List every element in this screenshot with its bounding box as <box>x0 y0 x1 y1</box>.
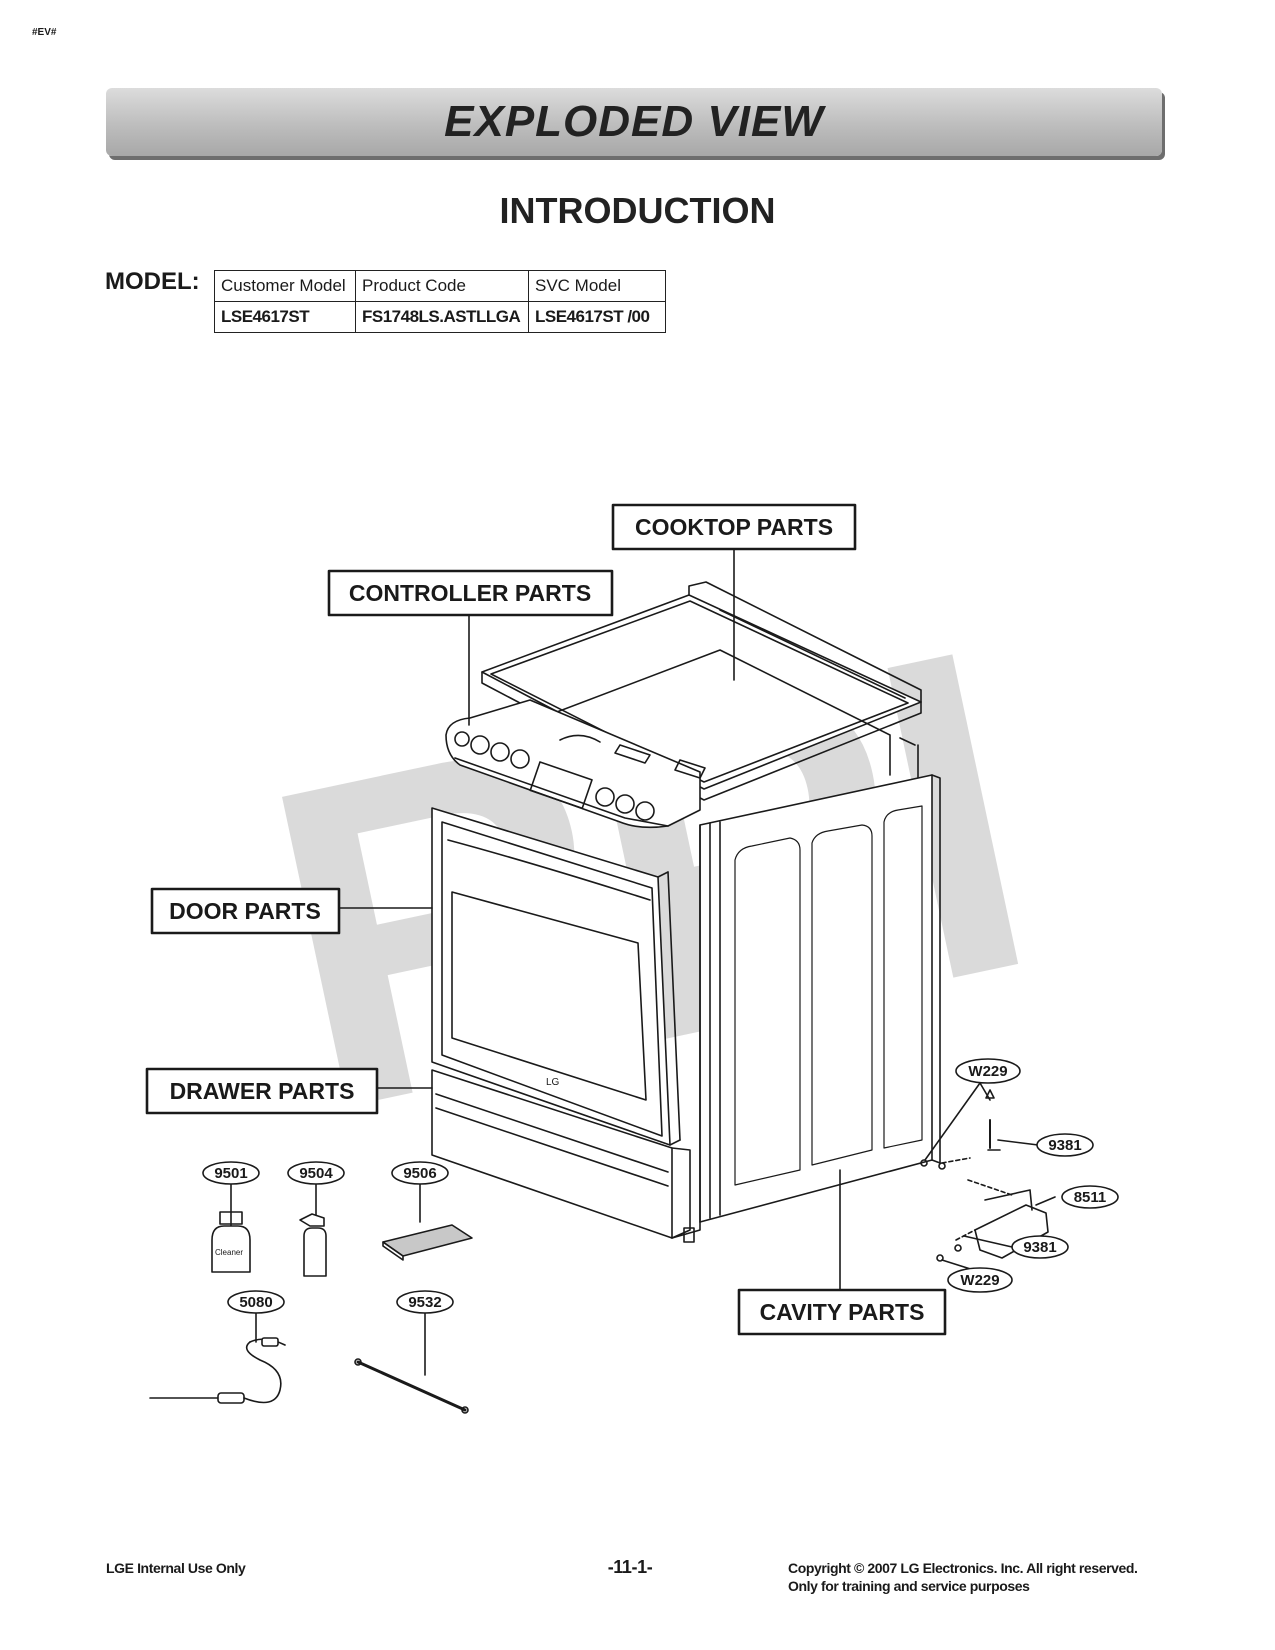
footer-copyright: Copyright © 2007 LG Electronics. Inc. Al… <box>788 1560 1138 1576</box>
col-svc-model: SVC Model <box>528 270 666 302</box>
door-parts-box <box>150 887 341 935</box>
drawer-parts-label: DRAWER PARTS <box>170 1078 355 1104</box>
accessory-wire-harness <box>149 1337 286 1404</box>
part-9504: 9504 <box>299 1165 333 1182</box>
cooktop-parts-box <box>611 503 857 551</box>
banner-title: EXPLODED VIEW <box>444 97 824 146</box>
controller-parts-label: CONTROLLER PARTS <box>349 580 591 606</box>
accessory-scrub-pad <box>382 1224 473 1261</box>
part-9532: 9532 <box>408 1294 441 1311</box>
col-customer-model: Customer Model <box>214 270 356 302</box>
part-9506: 9506 <box>403 1165 436 1182</box>
cavity-parts-box <box>737 1288 947 1336</box>
customer-model-value: LSE4617ST <box>214 301 356 333</box>
footer-notice: Only for training and service purposes <box>788 1578 1030 1594</box>
drawer-parts-box <box>145 1067 379 1115</box>
storage-drawer <box>431 1069 701 1243</box>
model-header-row: Customer Model Product Code SVC Model <box>214 270 666 302</box>
section-title: INTRODUCTION <box>499 190 776 231</box>
accessory-rod <box>354 1358 469 1414</box>
oven-door: LG <box>431 807 681 1146</box>
part-9381-bottom: 9381 <box>1023 1239 1056 1256</box>
section-labels <box>145 503 947 1336</box>
part-8511: 8511 <box>1074 1189 1107 1206</box>
cavity-parts-label: CAVITY PARTS <box>760 1299 925 1325</box>
product-code-value: FS1748LS.ASTLLGA <box>355 301 529 333</box>
cleaner-text: Cleaner <box>215 1248 243 1257</box>
control-panel <box>445 699 706 829</box>
accessory-cleaner-bottle: Cleaner <box>211 1211 251 1273</box>
model-value-row: LSE4617ST FS1748LS.ASTLLGA LSE4617ST /00 <box>214 301 666 333</box>
footer-page-number: -11-1- <box>607 1557 653 1577</box>
lg-logo: LG <box>546 1077 560 1088</box>
oven-cavity-body <box>699 774 941 1223</box>
model-table: Customer Model Product Code SVC Model LS… <box>214 270 666 333</box>
svc-model-value: LSE4617ST /00 <box>528 301 666 333</box>
door-parts-label: DOOR PARTS <box>169 898 321 924</box>
part-w229-bottom: W229 <box>960 1272 999 1289</box>
leader-lines <box>230 549 1056 1376</box>
cooktop-glass <box>481 581 922 801</box>
cooktop-parts-label: COOKTOP PARTS <box>635 514 833 540</box>
rear-frame <box>519 649 919 781</box>
footer-internal-use: LGE Internal Use Only <box>106 1560 246 1576</box>
part-9381-top: 9381 <box>1048 1137 1081 1154</box>
model-label: MODEL: <box>105 268 200 295</box>
accessory-spray-bottle <box>299 1213 327 1277</box>
part-5080: 5080 <box>239 1294 272 1311</box>
controller-parts-box <box>327 569 614 617</box>
part-w229-top: W229 <box>968 1063 1007 1080</box>
part-callouts <box>202 1058 1119 1314</box>
part-9501: 9501 <box>214 1165 247 1182</box>
col-product-code: Product Code <box>355 270 529 302</box>
side-bracket-assembly <box>920 1089 1049 1262</box>
doc-tag: #EV# <box>32 27 57 38</box>
title-banner <box>106 88 1162 156</box>
